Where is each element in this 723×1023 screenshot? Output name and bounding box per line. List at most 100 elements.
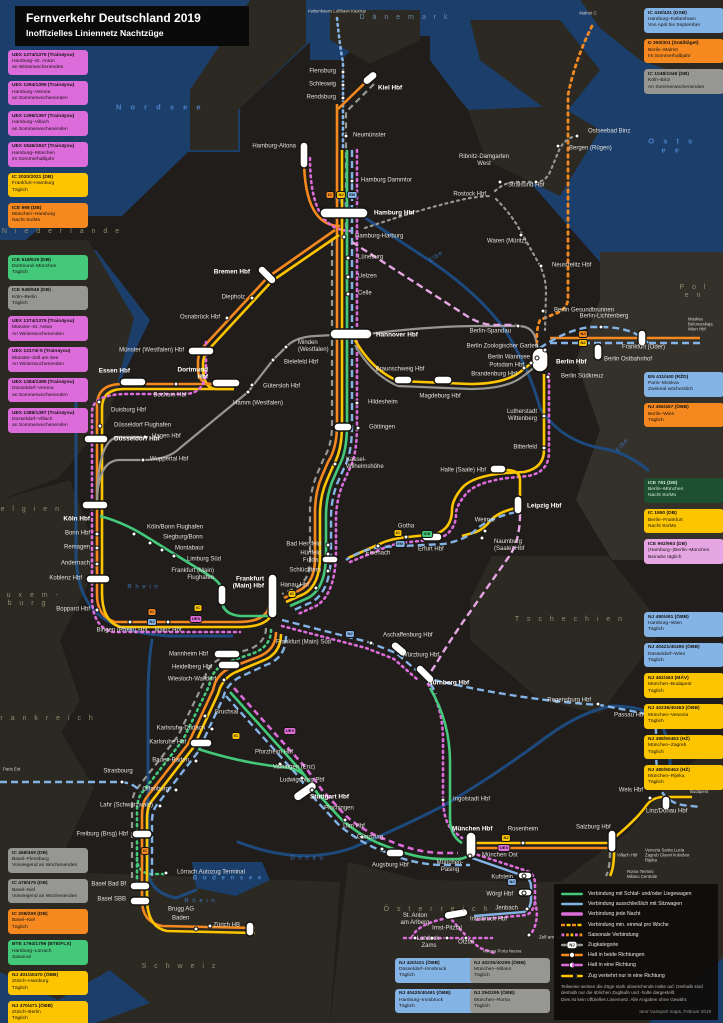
station-dot: [171, 553, 177, 559]
rail-line: [363, 194, 494, 230]
green-solid-swatch: [561, 892, 583, 896]
legend-line-detail: Düsseldorf–Villach: [12, 417, 53, 422]
land-shape: [470, 556, 664, 714]
legend-line-detail: München–Budapest: [648, 682, 692, 688]
interchange-pill: [292, 781, 318, 802]
interchange-pill: [189, 738, 213, 748]
station-dot: [440, 797, 446, 803]
station-dot: [412, 935, 418, 941]
station-dot: [540, 308, 546, 314]
legend-line-detail: Täglich: [648, 688, 664, 694]
station-dot: [94, 545, 100, 551]
station-dot: [340, 69, 346, 75]
map-title: Fernverkehr Deutschland 2019: [26, 11, 201, 25]
legend-train-number: NJ 480/50463 (HŽ): [648, 767, 690, 773]
station-dot: [270, 357, 276, 363]
legend-train-number: UEX 1394/1395 (Train4you): [12, 83, 75, 89]
legend-line-detail: München–Milano: [474, 966, 512, 972]
key-row-label: Verbindung mit Schlaf- und/oder Liegewag…: [588, 891, 692, 897]
legend-line-detail: Täglich: [12, 187, 28, 193]
station-dot: [526, 932, 532, 938]
legend-train-number: ICE 781 (DB): [648, 480, 678, 486]
rail-line: [427, 513, 522, 677]
interchange-pill: [415, 664, 435, 684]
rail-line: [201, 233, 340, 391]
legend-line-detail: an Sommerwochenenden: [12, 423, 68, 429]
interchange-pill: [319, 207, 369, 219]
rail-line: [281, 240, 334, 596]
station-dot: [520, 840, 526, 846]
legend-line-detail: Paris–Moskva: [648, 380, 679, 386]
key-row: Saisonale Verbindung: [561, 931, 711, 939]
legend-train-number: NJ 490/491 (ÖBB): [648, 614, 689, 620]
rail-line: [529, 900, 539, 936]
legend-train-number: UEX 13174/-5 (Train4you): [12, 349, 71, 355]
legend-line-detail: An Sommerwochenenden: [648, 84, 705, 90]
legend-train-number: UEX 1396/1397 (Train4you): [12, 113, 75, 119]
station-dot: [207, 923, 213, 929]
key-row: Halt in eine Richtung: [561, 961, 711, 969]
interchange-pill: [489, 464, 507, 474]
station-dot: [94, 607, 100, 613]
interchange-pill: [187, 346, 215, 356]
legend-train-number: IC 2020/2021 (DB): [12, 175, 54, 180]
legend-line-detail: München–Roma: [474, 997, 510, 1003]
station-dot: [173, 787, 179, 793]
station-dot: [345, 274, 351, 280]
legend-line-detail: Täglich: [399, 1003, 415, 1009]
rail-line: [285, 150, 344, 604]
rail-line: [605, 851, 612, 877]
rail-line: [140, 631, 278, 930]
station-dot: [119, 779, 125, 785]
legend-card: UEX 1384/1385 (Train4you)Düsseldorf–Vero…: [8, 377, 88, 403]
key-row-label: Verbindung min. einmal pro Woche: [588, 921, 669, 928]
legend-card: UEX 1396/1397 (Train4you)Hamburg–Villach…: [8, 111, 88, 136]
station-dot: [375, 543, 381, 549]
map-subtitle: Inoffizielles Liniennetz Nachtzüge: [26, 28, 164, 38]
rail-line: [348, 372, 551, 564]
legend-line-detail: München–Hamburg: [12, 212, 55, 217]
legend-card: UEX 1386/1387 (Train4you)Düsseldorf–Vill…: [8, 408, 88, 433]
land-shape: [330, 10, 420, 64]
station-dot: [249, 382, 255, 388]
legend-line-detail: Beinahe täglich: [648, 554, 682, 560]
legend-line-detail: Täglich: [399, 973, 415, 979]
legend-line-detail: Täglich: [648, 749, 664, 755]
interchange-pill: [607, 829, 617, 853]
key-row: Halt in beide Richtungen: [561, 951, 711, 959]
station-dot: [224, 315, 230, 321]
legend-line-detail: Täglich: [474, 973, 490, 979]
legend-card: UEX 1374/1375 (Train4you)Hamburg–St. Ant…: [8, 50, 88, 75]
map-title-block: Fernverkehr Deutschland 2019 Inoffiziell…: [15, 6, 249, 46]
interchange-pill: [213, 649, 241, 659]
station-dot: [96, 399, 102, 405]
rail-line: [535, 24, 594, 344]
one-way-swatch: [561, 972, 583, 979]
station-dot: [345, 291, 351, 297]
legend-line-detail: München–Zagreb: [648, 743, 687, 749]
station-dot: [332, 461, 338, 467]
legend-train-number: IC 430/431 (DSB): [648, 10, 687, 16]
river: [74, 394, 234, 638]
rail-line: [150, 635, 288, 880]
key-rows: Verbindung mit Schlaf- und/oder Liegewag…: [561, 890, 711, 980]
legend-train-number: UEX 1386/1387 (Train4you): [12, 410, 75, 416]
station-dot: [355, 425, 361, 431]
rail-line: [494, 197, 548, 332]
interchange-pill: [443, 907, 469, 921]
legend-line-detail: Täglich: [12, 985, 28, 991]
legend-train-number: NJ 401/40470 (ÖBB): [12, 973, 59, 978]
